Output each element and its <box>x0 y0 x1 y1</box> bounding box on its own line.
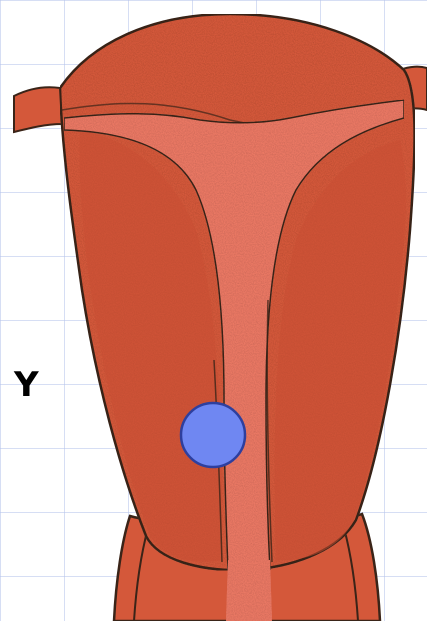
label-y: Y <box>14 368 39 402</box>
cervical-canal <box>226 560 272 621</box>
marker-dot <box>181 403 245 467</box>
left-tube <box>14 87 62 132</box>
